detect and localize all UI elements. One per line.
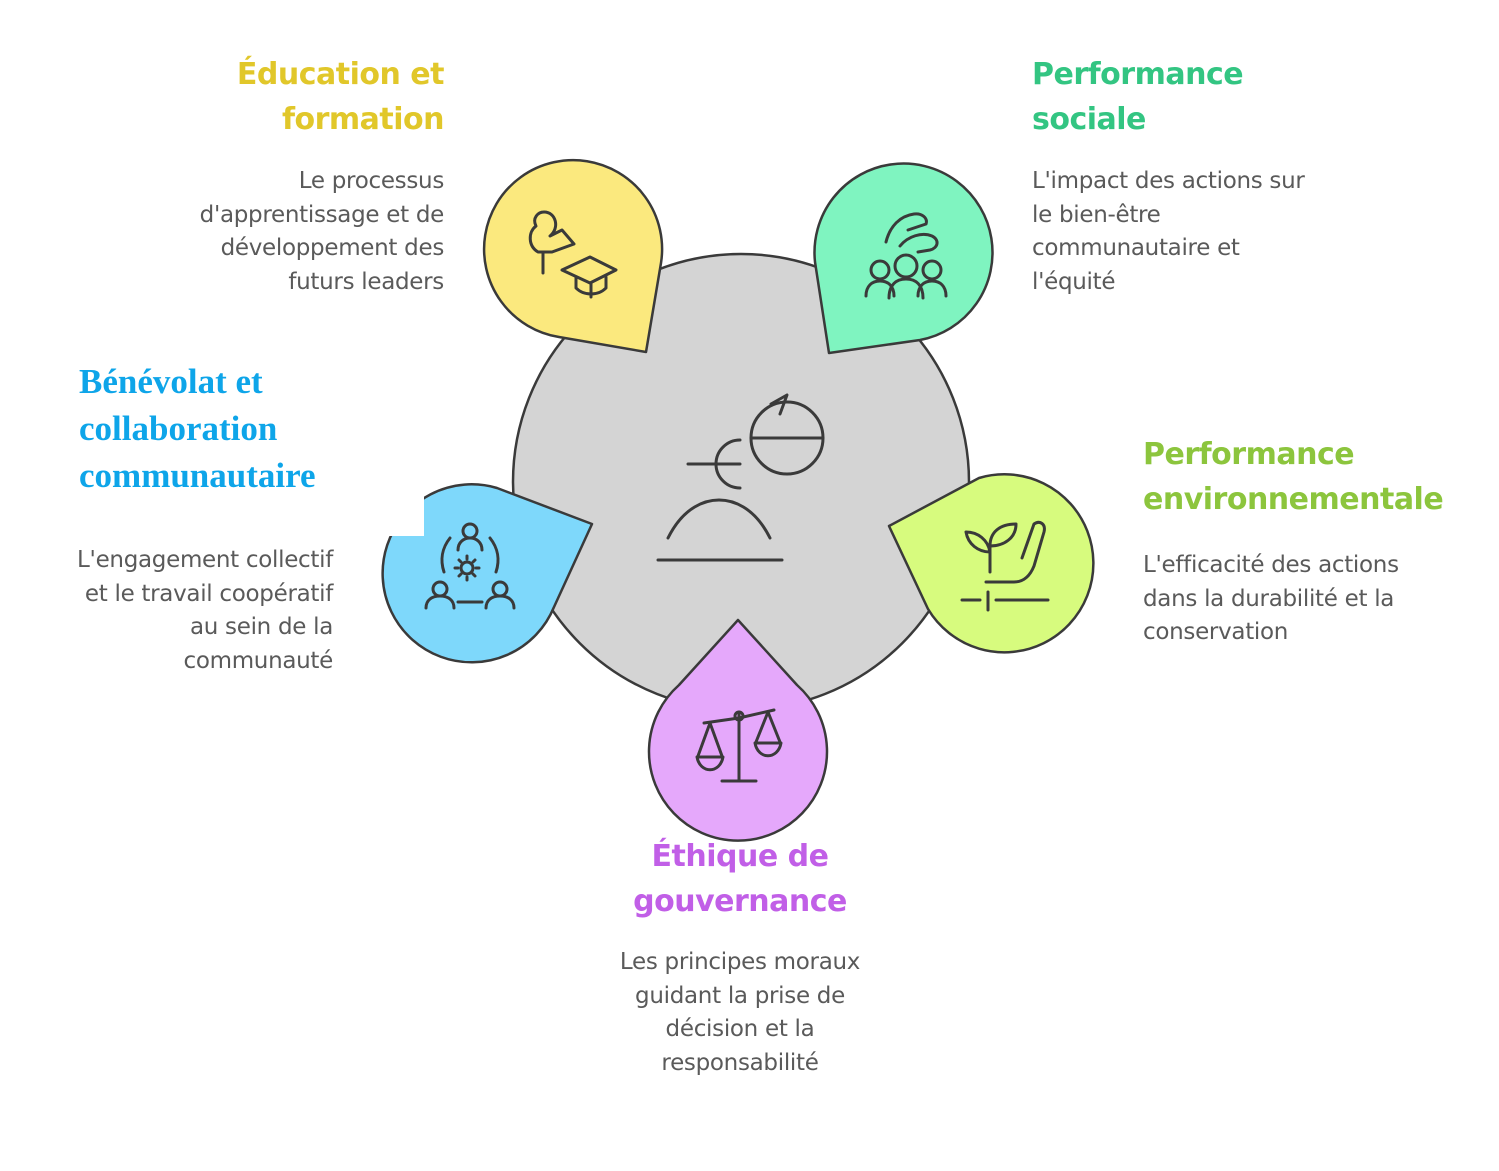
volunteer-title: Bénévolat et collaboration communautaire <box>79 358 316 499</box>
environment-petal <box>887 473 1095 654</box>
social-description: L'impact des actions sur le bien-être co… <box>1032 165 1305 299</box>
sprout-hand-icon <box>960 520 1050 612</box>
hand-community-icon <box>864 212 948 300</box>
environment-desc-line-1: L'efficacité des actions <box>1143 552 1399 578</box>
volunteer-desc-line-1: L'engagement collectif <box>77 547 333 573</box>
social-title-line-1: Performance <box>1032 57 1244 92</box>
education-description: Le processus d'apprentissage et de dével… <box>199 165 445 299</box>
environment-title: Performance environnementale <box>1143 432 1444 522</box>
education-desc-line-2: d'apprentissage et de <box>199 201 445 228</box>
volunteer-desc-line-2: et le travail coopératif <box>84 580 333 607</box>
ethics-desc-line-4: responsabilité <box>661 1049 819 1076</box>
education-petal <box>482 158 664 354</box>
environment-description: L'efficacité des actions dans la durabil… <box>1143 549 1399 650</box>
education-desc-line-1: Le processus <box>298 168 445 194</box>
volunteer-title-line-2: collaboration <box>79 409 278 448</box>
person-cycle-icon <box>656 393 825 562</box>
ethics-desc-line-3: décision et la <box>665 1016 815 1042</box>
social-title: Performance sociale <box>1032 52 1244 142</box>
education-title-line-2: formation <box>281 102 445 137</box>
volunteer-petal <box>381 483 594 664</box>
volunteer-title-line-3: communautaire <box>79 456 316 495</box>
environment-desc-line-3: conservation <box>1143 619 1289 645</box>
social-desc-line-1: L'impact des actions sur <box>1032 168 1305 194</box>
social-desc-line-2: le bien-être <box>1032 201 1161 228</box>
environment-desc-line-2: dans la durabilité et la <box>1143 585 1395 612</box>
social-desc-line-4: l'équité <box>1032 268 1116 295</box>
ethics-desc-line-2: guidant la prise de <box>635 982 845 1009</box>
volunteer-desc-line-4: communauté <box>183 647 333 674</box>
ethics-petal <box>647 618 829 842</box>
education-desc-line-4: futurs leaders <box>288 268 444 295</box>
education-desc-line-3: développement des <box>220 235 445 261</box>
education-title-line-1: Éducation et <box>236 57 445 92</box>
social-petal <box>813 162 994 355</box>
environment-title-line-1: Performance <box>1143 437 1355 472</box>
ethics-title: Éthique de gouvernance <box>540 834 940 924</box>
social-title-line-2: sociale <box>1032 102 1146 137</box>
ethics-title-line-2: gouvernance <box>633 884 847 919</box>
ethics-desc-line-1: Les principes moraux <box>619 949 861 975</box>
volunteer-title-line-1: Bénévolat et <box>79 362 263 401</box>
volunteer-desc-line-3: au sein de la <box>189 614 333 640</box>
title-backdrop <box>380 480 424 536</box>
ethics-description: Les principes moraux guidant la prise de… <box>530 946 950 1080</box>
people-collaboration-icon <box>424 522 516 610</box>
social-desc-line-3: communautaire et <box>1032 235 1240 261</box>
environment-title-line-2: environnementale <box>1143 482 1444 517</box>
balance-scale-icon <box>695 708 783 783</box>
volunteer-description: L'engagement collectif et le travail coo… <box>77 544 333 678</box>
ethics-title-line-1: Éthique de <box>651 839 829 874</box>
teacher-graduation-cap-icon <box>528 210 618 299</box>
education-title: Éducation et formation <box>236 52 445 142</box>
